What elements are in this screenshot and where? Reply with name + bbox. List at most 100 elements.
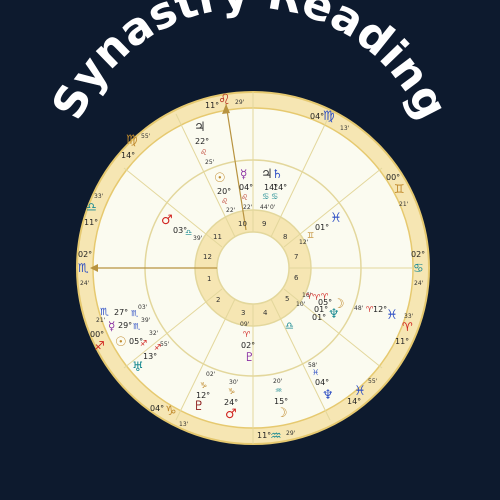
leo-small-icon: ♌ (200, 148, 207, 157)
inner-mars-deg: 03° (173, 226, 187, 235)
house-number-4: 4 (263, 309, 268, 317)
cusp-deg-9: 00° (90, 330, 104, 339)
pisces-glyph-icon: ♓ (386, 308, 398, 323)
cusp-deg-7: 11° (257, 431, 271, 440)
cancer-icon: ♋ (413, 261, 424, 275)
virgo-icon: ♍ (323, 109, 335, 124)
cusp-deg-12: 14° (121, 151, 135, 160)
aquarius-small-icon: ♒ (275, 386, 282, 395)
scorpio-small-icon-2: ♏ (133, 322, 141, 331)
house-number-8: 8 (283, 233, 287, 241)
house-number-9: 9 (262, 220, 266, 228)
inner-sun-min: 22' (226, 207, 236, 214)
red-label-e: 05° (318, 298, 332, 307)
pisces-icon: ♓ (354, 384, 366, 399)
aquarius-icon: ♒ (270, 429, 282, 444)
cusp-min-8: 13' (179, 421, 189, 428)
venus-deg: 12° (373, 305, 387, 314)
cusp-min-12: 55' (141, 133, 151, 140)
outer-planets: ♃ 22° ♌ 25' ♏ 27° ♏ 03' ☿ 29° ♏ 39' ☉ 05… (100, 120, 398, 422)
inner-venus-min: 12' (299, 239, 309, 246)
inner-mercury-min: 22' (243, 204, 253, 211)
uranus-deg: 13° (143, 352, 157, 361)
cusp-min-6: 55' (368, 378, 378, 385)
inner-mercury-deg: 04° (239, 183, 253, 192)
house-number-10: 10 (238, 220, 247, 228)
pluto-icon: ♇ (193, 399, 205, 414)
house-number-6: 6 (294, 274, 299, 282)
cusp-deg-11: 11° (84, 218, 98, 227)
leo-icon: ♌ (218, 92, 231, 108)
cusp-deg-10: 02° (78, 250, 92, 259)
cusp-deg-4: 02° (411, 250, 425, 259)
cusp-deg-6: 14° (347, 397, 361, 406)
pisces-small-icon: ♓ (312, 368, 319, 377)
uranus-icon: ♅ (132, 360, 144, 375)
inner-venus-icon: ♓ (330, 211, 342, 226)
sagittarius-small-icon-2: ♐ (154, 343, 161, 352)
cusp-min-11: 33' (94, 193, 104, 200)
inner-sun-icon: ☉ (214, 171, 226, 186)
inner-cancer-icon-2: ♋ (271, 192, 278, 201)
red-label-b: 10' (296, 301, 306, 308)
red-label-a: 16' (302, 292, 312, 299)
neptune-min: 20' (273, 378, 283, 385)
sun-deg: 05° (129, 337, 143, 346)
sun-min: 32' (149, 330, 159, 337)
house-number-11: 11 (213, 233, 222, 241)
house-number-1: 1 (207, 275, 211, 283)
asc-arrow-icon (90, 264, 98, 272)
cusp-min-9: 21' (96, 317, 106, 324)
saturn-sign-icon: ♏ (100, 307, 109, 318)
moon-icon: ☽ (333, 297, 345, 312)
red-label-d: 01° (312, 313, 326, 322)
center-circle (216, 231, 290, 305)
gemini-icon: ♊ (394, 182, 405, 196)
mc-arrow-icon (222, 104, 230, 114)
saturn-min: 03' (138, 304, 148, 311)
cusp-deg-3: 00° (386, 173, 400, 182)
cusp-sign-10: ♏ (78, 261, 89, 275)
inner-jupiter-icon: ♃ (261, 167, 273, 182)
cusp-min-10: 24' (80, 280, 90, 287)
inner-pluto-icon: ♇ (244, 350, 255, 364)
cusp-labels: 11° ♌ 29' 04° ♍ 13' 00° ♊ 21' 02° ♋ 24' … (78, 92, 425, 444)
virgo-sign-icon: ♍ (126, 133, 138, 148)
inner-saturn-icon: ♄ (272, 167, 283, 181)
aries-mini-icon-2: ♈ (313, 293, 320, 302)
neptune-deg: 15° (274, 397, 288, 406)
mars-min: 30' (229, 379, 239, 386)
inner-leo-icon: ♌ (221, 197, 228, 206)
moon-min: 58' (308, 362, 318, 369)
sagittarius-small-icon: ♐ (140, 339, 147, 348)
inner-venus-deg: 01° (315, 223, 329, 232)
cusp-min-2: 13' (340, 125, 350, 132)
north-node-icon: ♆ (328, 307, 340, 322)
sagittarius-icon: ♐ (94, 339, 105, 353)
jupiter-icon: ♃ (194, 120, 206, 135)
pluto-deg: 12° (196, 391, 210, 400)
mars-icon: ♂ (225, 407, 237, 422)
mars-deg: 24° (224, 398, 238, 407)
house-numbers: 1 2 3 4 5 6 7 8 9 10 11 12 (203, 220, 299, 317)
inner-pluto-min: 09' (240, 321, 250, 328)
cusp-min-4: 24' (414, 280, 424, 287)
scorpio-small-icon: ♏ (131, 309, 139, 318)
inner-mercury-icon: ☿ (240, 167, 247, 181)
cusp-min-3: 21' (399, 201, 409, 208)
house-number-2: 2 (216, 296, 220, 304)
mercury-deg: 29° (118, 321, 132, 330)
house-number-12: 12 (203, 253, 212, 261)
aries-small-icon: ♈ (366, 305, 373, 314)
inner-aries-icon: ♈ (243, 330, 250, 339)
inner-planets: ☉ 20° ♌ 22' ☿ 04° ♌ 22' ♃ 14° ♋ 44' ♄ 14… (161, 167, 342, 364)
cusp-deg-1: 11° (205, 101, 219, 110)
inner-sun-deg: 20° (217, 187, 231, 196)
aries-icon: ♈ (402, 320, 413, 334)
venus-min: 48' (354, 305, 364, 312)
cusp-deg-5: 11° (395, 337, 409, 346)
inner-jupiter-deg: 14° (264, 183, 278, 192)
red-label-c: 01° (314, 305, 328, 314)
aries-mini-icon-3: ♈ (321, 292, 328, 301)
capricorn-small-icon: ♑ (200, 381, 207, 390)
